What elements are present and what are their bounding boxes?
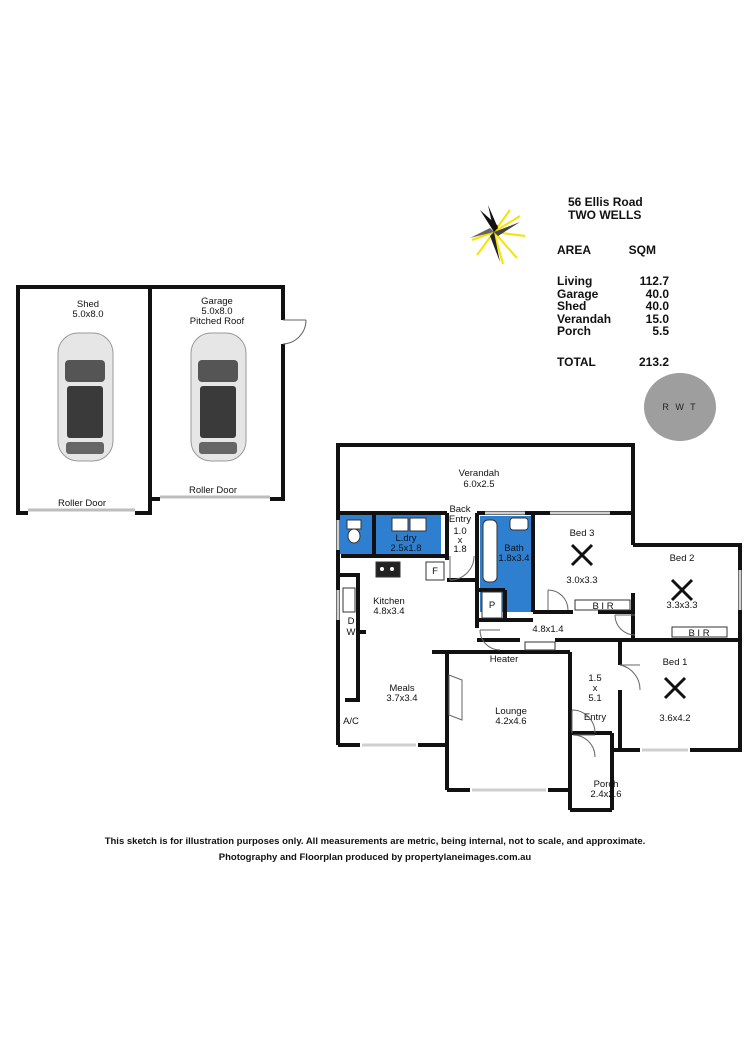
area-total-value: 213.2 [638,354,669,369]
outbuildings [16,285,307,515]
car-icon [57,332,114,462]
meals-label: Meals [389,683,415,694]
bed3-dimensions: 3.0x3.3 [566,575,598,586]
car-icon [190,332,247,462]
fixtures [342,517,728,651]
bed3-label: Bed 3 [569,528,595,539]
back-entry-dimension: 1.0 [453,526,467,537]
bed2-dimensions: 3.3x3.3 [666,600,698,611]
fridge-label: F [432,566,438,577]
bed2-bir-label: B I R [688,628,710,639]
bed2-label: Bed 2 [669,553,695,564]
garage-roof-label: Pitched Roof [189,316,245,327]
ceiling-fan-icon [570,543,594,567]
area-value: 112.7 [639,274,669,288]
windows [336,511,742,792]
area-table-header: AREA SQM [557,244,687,275]
shed-label: Shed [76,299,100,310]
entry-dimension: 1.5 [588,673,602,684]
area-total-row: TOTAL 213.2 [557,356,687,369]
area-label: Shed [557,299,587,314]
lounge-label: Lounge [495,706,527,717]
sqm-column-header: SQM [628,243,656,257]
bed3-bir-label: B I R [592,601,614,612]
address-line-1: 56 Ellis Road [568,195,643,209]
verandah-dimensions: 6.0x2.5 [463,479,495,490]
area-row: Porch 5.5 [557,325,687,338]
pantry-label: P [488,600,496,611]
area-value: 40.0 [645,299,669,314]
meals-dimensions: 3.7x3.4 [386,693,418,704]
bed1-dimensions: 3.6x4.2 [659,713,691,724]
dishwasher-label: W [346,627,356,638]
area-row: Garage 40.0 [557,286,687,301]
credit-text: Photography and Floorplan produced by pr… [218,852,532,863]
entry-label: Entry [583,712,607,723]
hallway-dimensions: 4.8x1.4 [532,624,564,635]
rainwater-tank: R W T [644,373,716,441]
porch-label: Porch [593,779,619,790]
door-swings [448,555,641,758]
bed1-label: Bed 1 [662,657,688,668]
verandah-label: Verandah [458,468,500,479]
entry-dimension: 5.1 [588,693,602,704]
area-row: Verandah 15.0 [557,313,687,326]
shed-dimensions: 5.0x8.0 [72,309,104,320]
garage-roller-door-label: Roller Door [188,485,238,496]
kitchen-label: Kitchen [373,596,405,607]
area-column-header: AREA [557,243,592,257]
area-table: AREA SQM Living 112.7 Garage 40.0 Shed 4… [557,244,687,369]
area-value: 15.0 [645,311,669,326]
laundry-dimensions: 2.5x1.8 [390,543,422,554]
lounge-dimensions: 4.2x4.6 [495,716,527,727]
area-label: Living [557,274,593,288]
bath-label: Bath [504,543,524,554]
area-label: Verandah [557,311,612,326]
garage-dimensions: 5.0x8.0 [201,306,233,317]
laundry-label: L.dry [395,533,417,544]
back-entry-dimension: x [457,535,463,546]
address-line-2: TWO WELLS [568,208,642,222]
area-total-label: TOTAL [557,354,596,369]
porch-dimensions: 2.4x2.6 [590,789,622,800]
entry-dimension: x [592,683,598,694]
ceiling-fan-icon [670,578,694,602]
back-entry-dimension: 1.8 [453,544,467,555]
area-value: 40.0 [645,286,669,301]
garage-label: Garage [201,296,233,307]
area-value: 5.5 [652,324,669,339]
bath-dimensions: 1.8x3.4 [498,553,530,564]
back-entry-label: Back [449,504,471,515]
area-label: Porch [557,324,592,339]
shed-roller-door-label: Roller Door [57,498,107,509]
rwt-label: R W T [662,402,698,412]
back-entry-label: Entry [448,514,472,525]
area-row: Shed 40.0 [557,300,687,313]
disclaimer-text: This sketch is for illustration purposes… [104,836,646,847]
area-label: Garage [557,286,599,301]
air-conditioner-label: A/C [343,716,359,727]
heater-label: Heater [489,654,519,665]
dishwasher-label: D [347,616,355,627]
ceiling-fan-icon [663,676,687,700]
compass-star-icon [470,205,526,265]
area-row: Living 112.7 [557,275,687,288]
kitchen-dimensions: 4.8x3.4 [373,606,405,617]
